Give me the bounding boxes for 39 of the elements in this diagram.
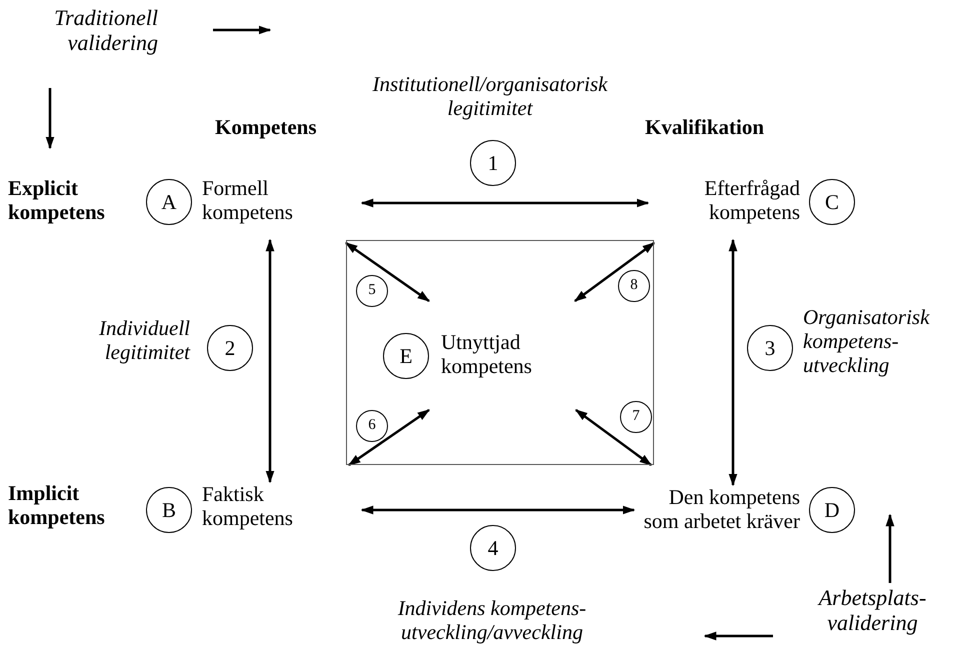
- column-heading: Kvalifikation: [645, 115, 766, 140]
- circled-label: 4: [470, 525, 516, 571]
- node-label: Arbetsplats- validering: [773, 583, 960, 665]
- arrow: [360, 506, 636, 514]
- arrow: [46, 88, 54, 150]
- annotation-text: Institutionell/organisatorisk legitimitet: [372, 72, 609, 120]
- arrow: [575, 409, 652, 466]
- circled-label: 8: [618, 270, 650, 302]
- circled-label: B: [146, 487, 192, 533]
- annotation-text: Organisatorisk kompetens- utveckling: [803, 305, 931, 378]
- circled-label: 2: [207, 325, 253, 371]
- arrow: [886, 514, 894, 583]
- node-label: Explicit kompetens: [8, 148, 138, 230]
- circled-label: 3: [747, 325, 793, 371]
- node-label: Efterfrågad kompetens: [648, 176, 800, 240]
- frame-box: [346, 240, 654, 465]
- circled-label: E: [383, 333, 429, 379]
- annotation-text: Individens kompetens- utveckling/avveckling: [396, 596, 588, 644]
- circled-label: 5: [356, 275, 388, 307]
- arrow: [348, 408, 430, 466]
- node-label: Faktisk kompetens: [202, 482, 362, 536]
- arrow: [266, 238, 274, 484]
- annotation-text: Individuell legitimitet: [98, 316, 190, 364]
- circled-label: A: [146, 179, 192, 225]
- arrow: [344, 242, 430, 302]
- circled-label: C: [809, 179, 855, 225]
- circled-label: 7: [620, 401, 652, 433]
- circled-label: 1: [470, 140, 516, 186]
- circled-label: 6: [356, 410, 388, 442]
- node-label: Formell kompetens: [202, 176, 362, 240]
- annotation-text: Implicit kompetens: [8, 481, 106, 530]
- arrow: [360, 198, 650, 208]
- node-label: Utnyttjad kompetens: [429, 301, 576, 411]
- column-heading: Kompetens: [215, 115, 318, 140]
- arrow: [574, 242, 655, 302]
- circled-label: D: [809, 487, 855, 533]
- node-label: Den kompetens som arbetet kräver: [634, 485, 800, 537]
- arrow: [728, 238, 738, 486]
- node-label: Traditionell validering: [15, 5, 213, 88]
